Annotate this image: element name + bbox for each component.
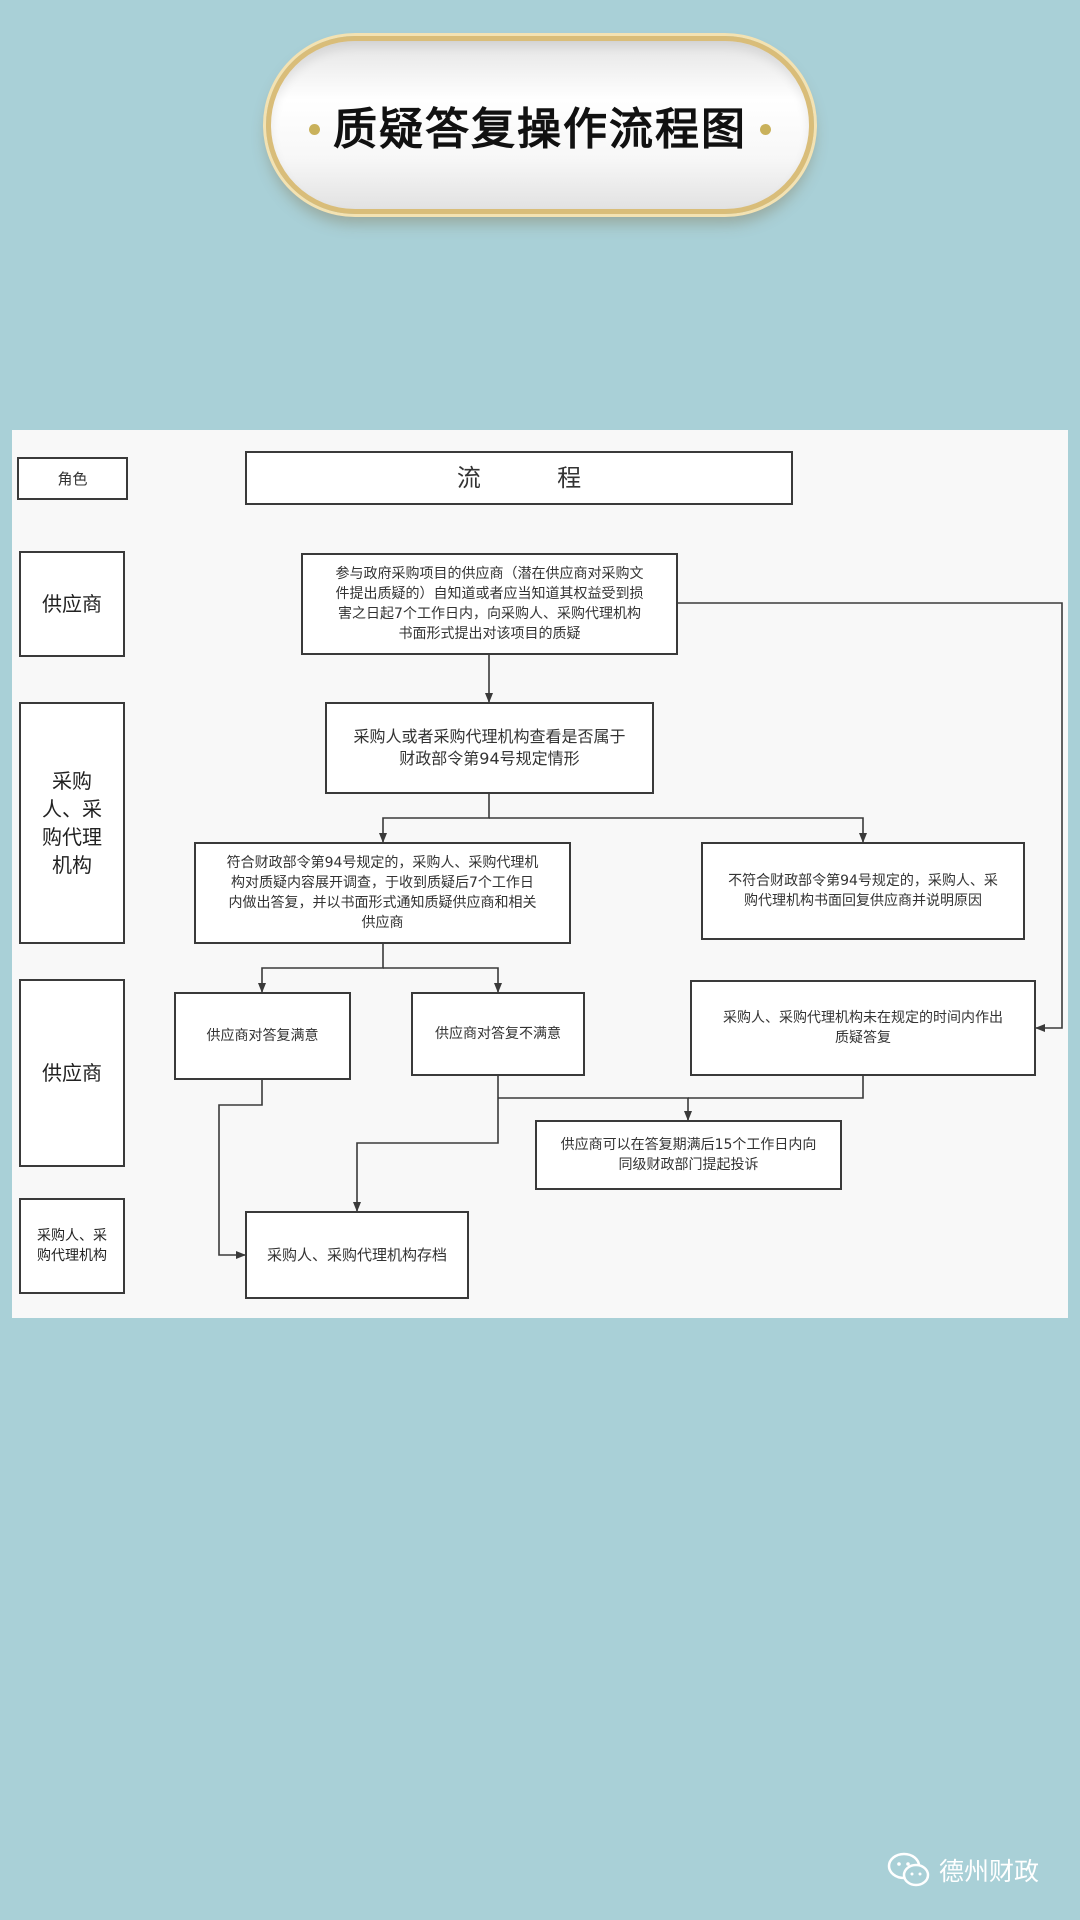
role-header: 角色 xyxy=(17,457,128,500)
title-banner: 质疑答复操作流程图 xyxy=(266,36,814,214)
step-supplier-satisfied: 供应商对答复满意 xyxy=(174,992,351,1080)
step-file-complaint: 供应商可以在答复期满后15个工作日内向 同级财政部门提起投诉 xyxy=(535,1120,842,1190)
title-dot-left xyxy=(309,124,320,135)
page-title: 质疑答复操作流程图 xyxy=(333,104,747,155)
wechat-icon xyxy=(887,1852,930,1887)
step-noncompliant-reply: 不符合财政部令第94号规定的，采购人、采 购代理机构书面回复供应商并说明原因 xyxy=(701,842,1025,940)
process-header: 流 程 xyxy=(245,451,793,505)
step-archive: 采购人、采购代理机构存档 xyxy=(245,1211,469,1299)
step-no-timely-reply: 采购人、采购代理机构未在规定的时间内作出 质疑答复 xyxy=(690,980,1036,1076)
title-dot-right xyxy=(760,124,771,135)
step-compliant-investigate: 符合财政部令第94号规定的，采购人、采购代理机 构对质疑内容展开调查，于收到质疑… xyxy=(194,842,571,944)
role-purchaser-agency: 采购 人、采 购代理 机构 xyxy=(19,702,125,944)
watermark: 德州财政 xyxy=(887,1852,1039,1888)
step-submit-challenge: 参与政府采购项目的供应商（潜在供应商对采购文 件提出质疑的）自知道或者应当知道其… xyxy=(301,553,678,655)
role-supplier-top: 供应商 xyxy=(19,551,125,657)
role-purchaser-agency-bottom: 采购人、采 购代理机构 xyxy=(19,1198,125,1294)
watermark-text: 德州财政 xyxy=(939,1857,1040,1886)
step-supplier-unsatisfied: 供应商对答复不满意 xyxy=(411,992,585,1076)
role-supplier-bottom: 供应商 xyxy=(19,979,125,1167)
step-check-regulation: 采购人或者采购代理机构查看是否属于 财政部令第94号规定情形 xyxy=(325,702,654,794)
